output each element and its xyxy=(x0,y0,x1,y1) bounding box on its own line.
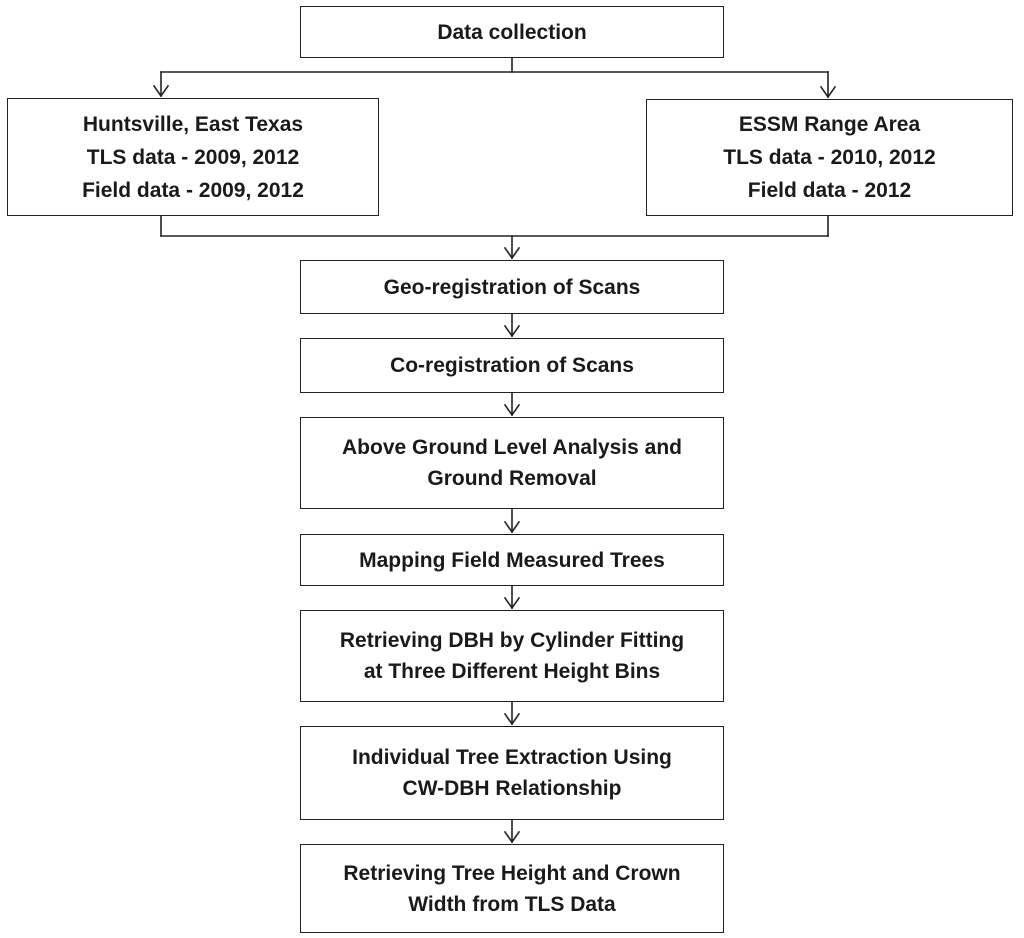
data-collection-label: Data collection xyxy=(437,20,587,44)
agl-analysis-box: Above Ground Level Analysis and Ground R… xyxy=(300,417,724,509)
arrowhead-huntsville xyxy=(152,84,170,98)
tree-extraction-box: Individual Tree Extraction Using CW-DBH … xyxy=(300,726,724,820)
geo-registration-box: Geo-registration of Scans xyxy=(300,260,724,314)
arrowhead-dbh xyxy=(503,596,521,610)
arrowhead-essm xyxy=(819,85,837,99)
height-crown-box: Retrieving Tree Height and Crown Width f… xyxy=(300,844,724,933)
geo-registration-label: Geo-registration of Scans xyxy=(383,275,641,299)
essm-line-1: ESSM Range Area xyxy=(738,113,921,136)
data-collection-box: Data collection xyxy=(300,6,724,58)
agl-analysis-line-2: Ground Removal xyxy=(427,467,597,490)
tree-extraction-line-2: CW-DBH Relationship xyxy=(402,777,622,800)
arrowhead-height xyxy=(503,830,521,844)
arrowhead-geo xyxy=(503,246,521,260)
dbh-retrieval-line-1: Retrieving DBH by Cylinder Fitting xyxy=(339,629,685,652)
huntsville-line-1: Huntsville, East Texas xyxy=(82,112,304,136)
co-registration-label: Co-registration of Scans xyxy=(390,354,634,377)
essm-line-3: Field data - 2012 xyxy=(747,179,912,202)
huntsville-line-3: Field data - 2009, 2012 xyxy=(82,178,304,202)
arrowhead-coreg xyxy=(503,324,521,338)
agl-analysis-line-1: Above Ground Level Analysis and xyxy=(342,436,682,459)
height-crown-line-2: Width from TLS Data xyxy=(408,892,616,916)
huntsville-line-2: TLS data - 2009, 2012 xyxy=(86,145,300,169)
arrowhead-extraction xyxy=(503,712,521,726)
mapping-trees-box: Mapping Field Measured Trees xyxy=(300,534,724,586)
dbh-retrieval-line-2: at Three Different Height Bins xyxy=(363,660,661,683)
arrowhead-agl xyxy=(503,403,521,417)
huntsville-box: Huntsville, East Texas TLS data - 2009, … xyxy=(7,98,379,216)
tree-extraction-line-1: Individual Tree Extraction Using xyxy=(352,746,672,769)
essm-line-2: TLS data - 2010, 2012 xyxy=(723,146,936,169)
co-registration-box: Co-registration of Scans xyxy=(300,338,724,393)
mapping-trees-label: Mapping Field Measured Trees xyxy=(359,548,665,572)
essm-range-box: ESSM Range Area TLS data - 2010, 2012 Fi… xyxy=(646,99,1013,216)
arrowhead-mapping xyxy=(503,520,521,534)
height-crown-line-1: Retrieving Tree Height and Crown xyxy=(343,861,681,885)
dbh-retrieval-box: Retrieving DBH by Cylinder Fitting at Th… xyxy=(300,610,724,702)
